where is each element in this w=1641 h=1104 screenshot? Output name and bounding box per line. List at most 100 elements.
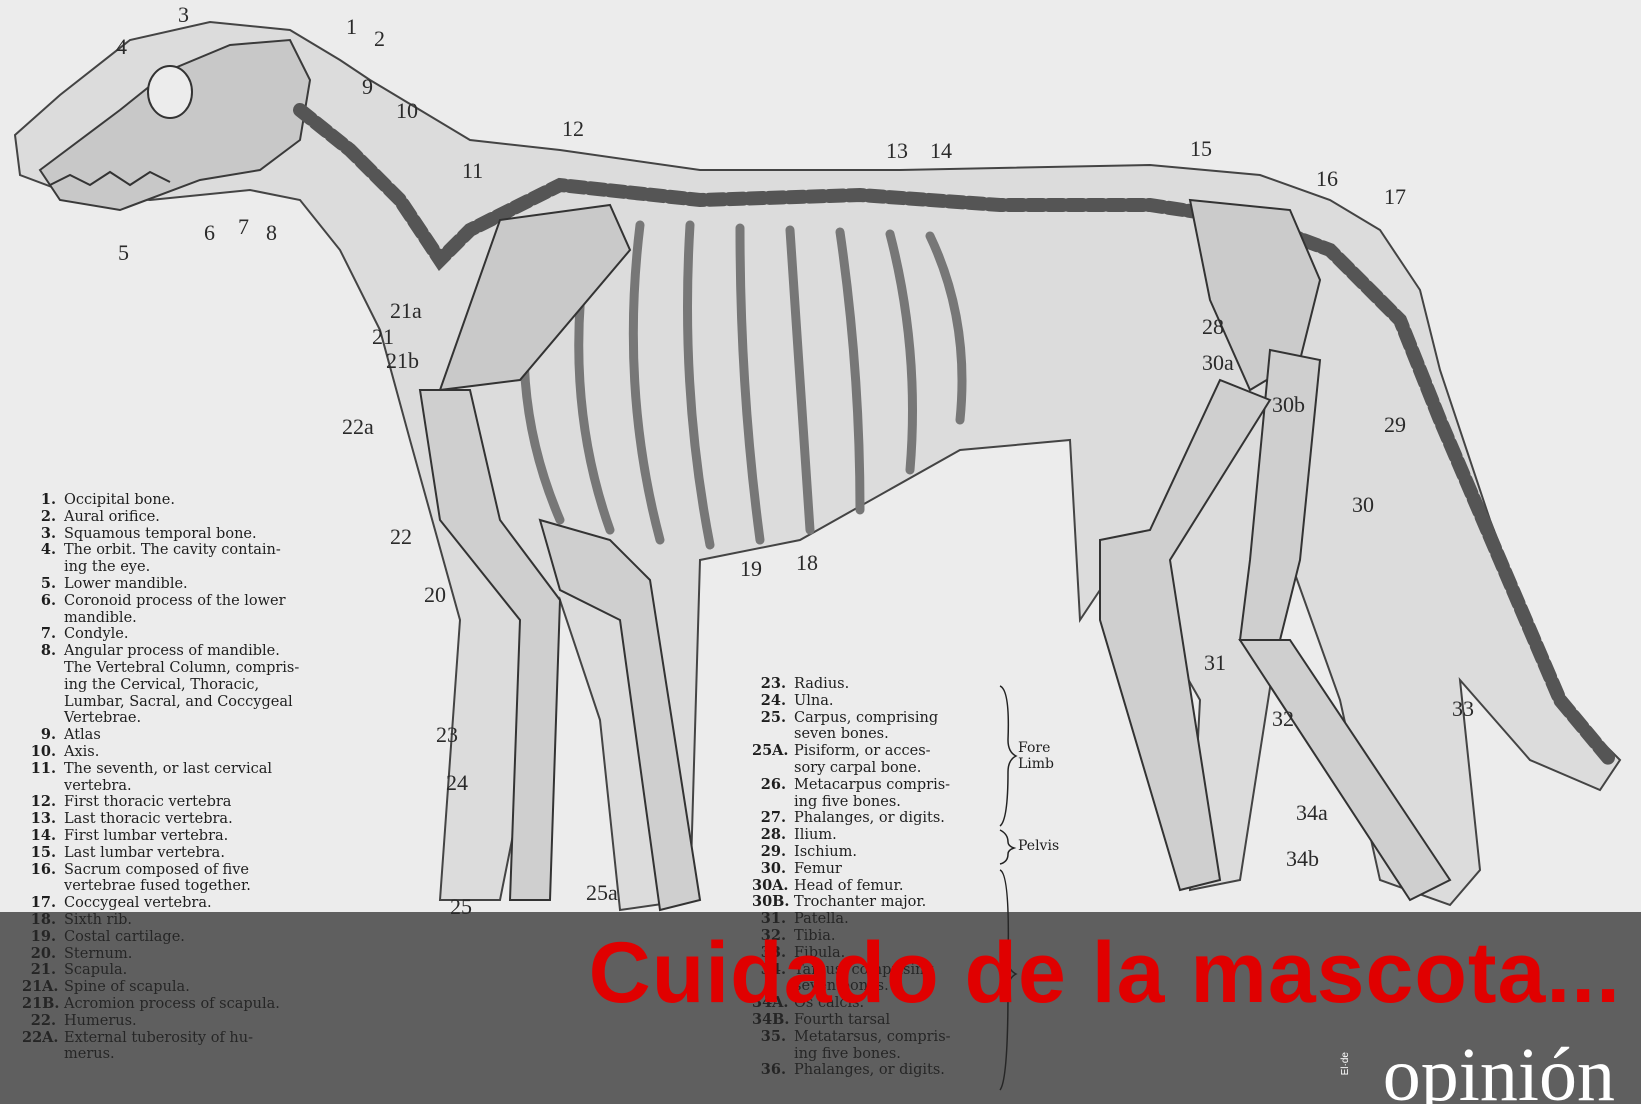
callout-12: 12 <box>562 116 584 141</box>
legend-entry: 17.Coccygeal vertebra. <box>22 894 352 912</box>
callout-30: 30 <box>1352 492 1374 517</box>
legend-entry: ing the eye. <box>22 559 352 576</box>
callout-6: 6 <box>204 220 215 245</box>
legend-entry: 1.Occipital bone. <box>22 491 352 509</box>
legend-entry: ing five bones. <box>752 794 1002 811</box>
callout-14: 14 <box>930 138 952 163</box>
legend-entry-number: 2. <box>40 507 56 525</box>
legend-entry-number: 5. <box>40 574 56 592</box>
spine <box>293 103 1617 767</box>
legend-entry: Vertebrae. <box>22 710 352 727</box>
legend-entry: 7.Condyle. <box>22 626 352 643</box>
legend-entry-number <box>22 694 64 711</box>
legend-entry-text: Aural orifice. <box>64 508 160 525</box>
callout-15: 15 <box>1190 136 1212 161</box>
legend-entry-number: 8. <box>40 642 56 660</box>
legend-entry-text: Axis. <box>64 743 100 760</box>
legend-entry-number: 11. <box>30 759 56 777</box>
legend-entry-text: Ulna. <box>794 692 834 709</box>
legend-entry: 2. Aural orifice. <box>22 507 352 526</box>
callout-18: 18 <box>796 550 818 575</box>
legend-entry: vertebra. <box>22 778 352 795</box>
legend-entry-number: 12. <box>30 793 56 811</box>
callout-33: 33 <box>1452 696 1474 721</box>
legend-entry: 28.Ilium. <box>752 826 1002 844</box>
legend-entry: 30. Femur <box>752 859 1002 878</box>
legend-entry: Lumbar, Sacral, and Coccygeal <box>22 694 352 711</box>
legend-entry-number: 14. <box>30 826 56 844</box>
legend-entry: 4.The orbit. The cavity contain- <box>22 542 352 559</box>
legend-entry: 27.Phalanges, or digits. <box>752 810 1002 827</box>
legend-entry-text: vertebrae fused together. <box>64 878 251 895</box>
legend-entry-number <box>22 878 64 895</box>
legend-entry-number <box>22 610 64 627</box>
legend-entry: 5.Lower mandible. <box>22 574 352 593</box>
legend-entry-number: 30. <box>760 859 786 877</box>
callout-22: 22 <box>390 524 412 549</box>
legend-entry-text: Metacarpus compris- <box>794 776 951 793</box>
legend-entry-text: Pisiform, or acces- <box>794 743 931 760</box>
legend-entry-text: ing five bones. <box>794 793 901 810</box>
legend-entry: 25.Carpus, comprising <box>752 709 1002 727</box>
callout-24: 24 <box>446 770 468 795</box>
legend-entry-number <box>752 760 794 777</box>
legend-entry-number <box>22 677 64 694</box>
legend-entry: 26.Metacarpus compris- <box>752 776 1002 794</box>
legend-entry: 9.Atlas <box>22 726 352 744</box>
legend-entry-number: 27. <box>760 809 786 827</box>
legend-entry-number: 25A. <box>752 742 789 760</box>
legend-entry-text: sory carpal bone. <box>794 759 922 776</box>
hind-legs <box>1099 348 1452 902</box>
headline: Cuidado de la mascota... <box>588 925 1621 1021</box>
callout-3: 3 <box>178 2 189 27</box>
callout-11: 11 <box>462 158 484 183</box>
legend-entry-number: 15. <box>30 843 56 861</box>
legend-entry: 10.Axis. <box>22 743 352 761</box>
legend-entry: 25A. Pisiform, or acces- <box>752 742 1002 760</box>
legend-entry-text: Occipital bone. <box>64 492 175 508</box>
legend-entry-text: Last thoracic vertebra. <box>64 811 233 828</box>
callout-22a: 22a <box>342 414 374 439</box>
legend-entry-text: The seventh, or last cervical <box>64 760 273 777</box>
legend-entry-number <box>752 726 794 743</box>
legend-entry-text: Femur <box>794 860 842 877</box>
legend-entry-number: 23. <box>760 675 786 692</box>
legend-entry-text: Coronoid process of the lower <box>64 592 286 609</box>
legend-entry-text: ing the eye. <box>64 559 151 576</box>
legend-entry-text: The orbit. The cavity contain- <box>64 542 281 559</box>
callout-29: 29 <box>1384 412 1406 437</box>
legend-entry-text: Radius. <box>794 676 850 692</box>
legend-entry-number: 30A. <box>752 876 789 894</box>
legend-entry-text: Ilium. <box>794 827 837 844</box>
legend-entry-text: mandible. <box>64 609 137 626</box>
callout-25a: 25a <box>586 880 618 905</box>
legend-entry-text: Sacrum composed of five <box>64 861 250 878</box>
legend-entry-text: Trochanter major. <box>794 894 927 911</box>
legend-entry: 11. The seventh, or last cervical <box>22 759 352 778</box>
legend-entry-text: The Vertebral Column, compris- <box>64 659 300 676</box>
legend-entry-text: seven bones. <box>794 726 889 743</box>
legend-entry: mandible. <box>22 610 352 627</box>
legend-entry-text: Head of femur. <box>794 877 904 894</box>
brace-label-fore-limb: Fore Limb <box>1018 740 1055 772</box>
legend-entry-number: 16. <box>30 860 56 878</box>
legend-entry-number: 13. <box>30 810 56 828</box>
callout-30b: 30b <box>1272 392 1305 417</box>
brand-logo: opinión <box>1382 1040 1615 1104</box>
legend-entry: vertebrae fused together. <box>22 878 352 895</box>
callout-32: 32 <box>1272 706 1294 731</box>
legend-entry: 6.Coronoid process of the lower <box>22 592 352 610</box>
legend-entry: The Vertebral Column, compris- <box>22 660 352 677</box>
legend-entry-text: Carpus, comprising <box>794 709 939 726</box>
legend-entry: 29.Ischium. <box>752 843 1002 861</box>
callout-30a: 30a <box>1202 350 1234 375</box>
legend-entry-text: First thoracic vertebra <box>64 794 232 811</box>
legend-entry-text: Condyle. <box>64 626 129 643</box>
legend-entry-text: Squamous temporal bone. <box>64 525 257 542</box>
callout-23: 23 <box>436 722 458 747</box>
legend-entry: 30B.Trochanter major. <box>752 894 1002 911</box>
legend-entry-text: Vertebrae. <box>64 710 142 727</box>
callout-8: 8 <box>266 220 277 245</box>
legend-entry-number: 9. <box>40 726 56 744</box>
legend-entry-text: Angular process of mandible. <box>64 643 280 660</box>
